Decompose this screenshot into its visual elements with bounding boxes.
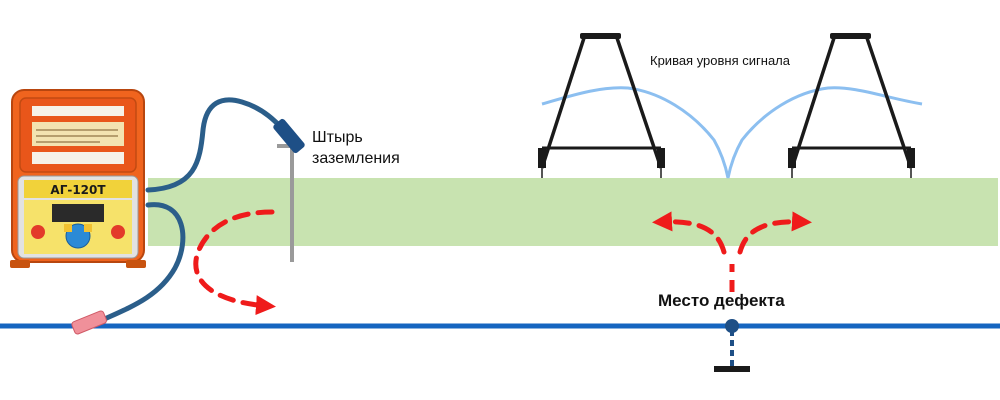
receiver-frame-left (538, 33, 665, 178)
generator-device: АГ-120Т (10, 89, 146, 268)
ground-band (148, 178, 998, 246)
ground-rod-label-line2: заземления (312, 150, 400, 167)
signal-level-curve (541, 86, 923, 179)
current-path-defect-left (652, 211, 727, 255)
defect-location-label: Место дефекта (658, 291, 785, 310)
device-model-label: АГ-120Т (50, 183, 106, 197)
cable-clamp (71, 310, 107, 335)
defect-marker (714, 319, 750, 372)
receiver-frame-right (788, 33, 915, 178)
signal-curve-label: Кривая уровня сигнала (650, 53, 791, 68)
current-path-rod (193, 209, 276, 316)
ground-rod-label-line1: Штырь (312, 129, 363, 146)
rod-clamp (273, 118, 305, 154)
lead-wire-to-rod (145, 97, 295, 193)
lead-wire-to-cable (95, 202, 186, 325)
current-path-defect-right (737, 211, 812, 255)
